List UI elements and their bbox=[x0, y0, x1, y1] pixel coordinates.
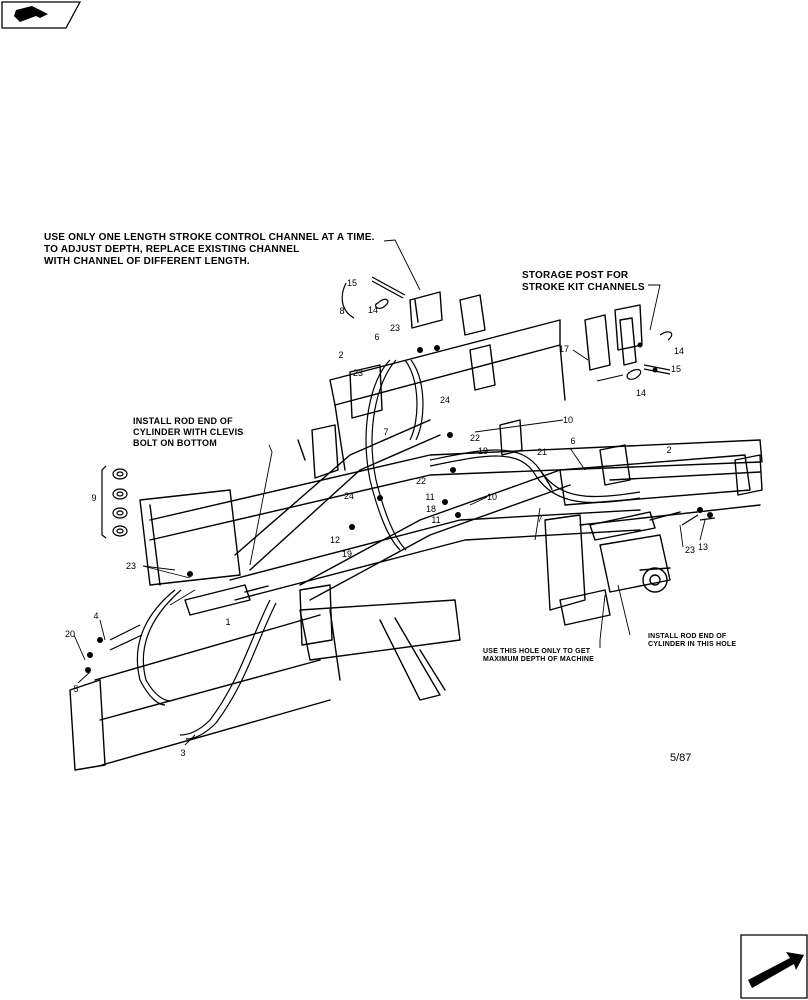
callout-15: 15 bbox=[346, 278, 358, 288]
note-line: MAXIMUM DEPTH OF MACHINE bbox=[483, 656, 594, 663]
callout-11: 11 bbox=[425, 492, 435, 502]
callout-24: 24 bbox=[439, 395, 451, 405]
callout-22: 22 bbox=[415, 476, 427, 486]
callout-12: 12 bbox=[329, 535, 341, 545]
callout-14: 14 bbox=[673, 346, 685, 356]
note-line: WITH CHANNEL OF DIFFERENT LENGTH. bbox=[44, 256, 250, 267]
callout-18: 18 bbox=[425, 504, 437, 514]
callout-23: 23 bbox=[352, 368, 364, 378]
callout-4: 4 bbox=[93, 611, 99, 621]
callout-21: 21 bbox=[536, 447, 548, 457]
callout-10: 10 bbox=[562, 415, 574, 425]
note-line: USE THIS HOLE ONLY TO GET bbox=[483, 648, 591, 655]
note-line: INSTALL ROD END OF bbox=[648, 633, 727, 640]
callout-20: 20 bbox=[64, 629, 76, 639]
note-line: CYLINDER WITH CLEVIS bbox=[133, 427, 244, 437]
callout-17: 17 bbox=[558, 344, 570, 354]
install-clevis-note: INSTALL ROD END OF CYLINDER WITH CLEVIS … bbox=[133, 416, 244, 449]
callout-23: 23 bbox=[684, 545, 696, 555]
callout-2: 2 bbox=[666, 445, 672, 455]
callout-7: 7 bbox=[383, 427, 389, 437]
note-line: CYLINDER IN THIS HOLE bbox=[648, 641, 737, 648]
stroke-control-note: USE ONLY ONE LENGTH STROKE CONTROL CHANN… bbox=[44, 232, 375, 268]
use-hole-note: USE THIS HOLE ONLY TO GET MAXIMUM DEPTH … bbox=[483, 648, 594, 664]
callout-5: 5 bbox=[73, 684, 79, 694]
callout-14: 14 bbox=[367, 305, 379, 315]
callout-19: 19 bbox=[341, 549, 353, 559]
note-line: STORAGE POST FOR bbox=[522, 270, 629, 281]
install-hole-note: INSTALL ROD END OF CYLINDER IN THIS HOLE bbox=[648, 633, 736, 649]
callout-10: 10 bbox=[486, 492, 498, 502]
prev-page-icon[interactable] bbox=[1, 1, 82, 29]
callout-22: 22 bbox=[469, 433, 481, 443]
callout-15: 15 bbox=[670, 364, 682, 374]
callout-11: 11 bbox=[431, 515, 441, 525]
callout-7: 7 bbox=[537, 514, 543, 524]
callout-8: 8 bbox=[339, 306, 345, 316]
callout-9: 9 bbox=[91, 493, 97, 503]
callout-23: 23 bbox=[389, 323, 401, 333]
note-line: BOLT ON BOTTOM bbox=[133, 438, 217, 448]
callout-19: 19 bbox=[477, 446, 489, 456]
plate-code: 5/87 bbox=[670, 752, 692, 764]
note-line: TO ADJUST DEPTH, REPLACE EXISTING CHANNE… bbox=[44, 244, 300, 255]
callout-1: 1 bbox=[225, 617, 231, 627]
callout-3: 3 bbox=[180, 748, 186, 758]
callout-24: 24 bbox=[343, 491, 355, 501]
note-line: USE ONLY ONE LENGTH STROKE CONTROL CHANN… bbox=[44, 232, 375, 243]
note-line: STROKE KIT CHANNELS bbox=[522, 282, 645, 293]
storage-post-note: STORAGE POST FOR STROKE KIT CHANNELS bbox=[522, 270, 645, 294]
callout-6: 6 bbox=[374, 332, 380, 342]
callout-14: 14 bbox=[635, 388, 647, 398]
callout-23: 23 bbox=[125, 561, 137, 571]
note-line: INSTALL ROD END OF bbox=[133, 416, 233, 426]
callout-6: 6 bbox=[570, 436, 576, 446]
callout-13: 13 bbox=[697, 542, 709, 552]
next-page-icon[interactable] bbox=[740, 934, 808, 999]
callout-2: 2 bbox=[338, 350, 344, 360]
